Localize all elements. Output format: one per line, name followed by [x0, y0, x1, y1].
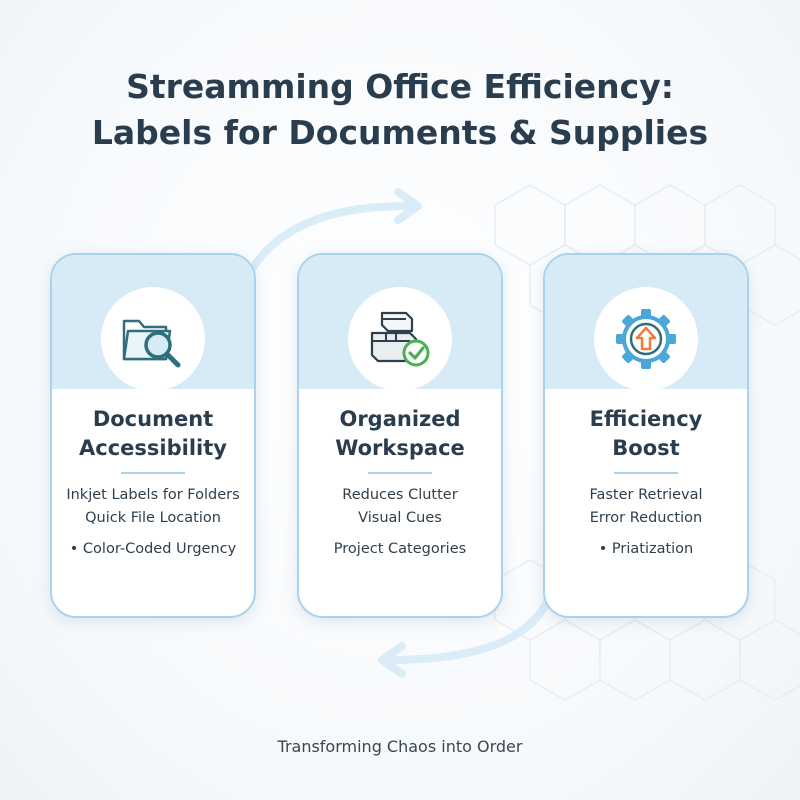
- list-item: Reduces Clutter: [342, 487, 458, 503]
- list-item: Quick File Location: [85, 510, 221, 526]
- list-item: • Color-Coded Urgency: [69, 541, 237, 557]
- divider: [614, 472, 678, 474]
- card-title: Efficiency Boost: [545, 405, 747, 463]
- card-title-line1: Document: [92, 407, 214, 431]
- cycle-arrow-top: [246, 188, 422, 276]
- list-item: Project Categories: [333, 541, 467, 557]
- divider: [121, 472, 185, 474]
- page-title-line2: Labels for Documents & Supplies: [91, 113, 709, 152]
- icon-badge: [348, 287, 452, 391]
- card-title-line2: Workspace: [335, 436, 465, 460]
- card-document-accessibility: Document Accessibility Inkjet Labels for…: [50, 253, 256, 618]
- boxes-check-icon: [370, 311, 430, 367]
- gear-arrow-icon: [616, 309, 676, 369]
- card-title-line2: Accessibility: [79, 436, 227, 460]
- icon-badge: [594, 287, 698, 391]
- card-title-line1: Efficiency: [589, 407, 703, 431]
- card-title-line1: Organized: [339, 407, 461, 431]
- feature-list: Reduces Clutter Visual Cues Project Cate…: [299, 484, 501, 561]
- card-title: Organized Workspace: [299, 405, 501, 463]
- feature-list: Faster Retrieval Error Reduction • Priat…: [545, 484, 747, 561]
- list-item: • Priatization: [598, 541, 694, 557]
- page-title: Streamming Office Efficiency: Labels for…: [0, 64, 800, 156]
- card-efficiency-boost: Efficiency Boost Faster Retrieval Error …: [543, 253, 749, 618]
- page-title-line1: Streamming Office Efficiency:: [126, 67, 674, 106]
- divider: [368, 472, 432, 474]
- card-title-line2: Boost: [612, 436, 680, 460]
- list-item: Error Reduction: [589, 510, 703, 526]
- folder-search-icon: [122, 319, 181, 368]
- list-item: Faster Retrieval: [589, 487, 703, 503]
- card-title: Document Accessibility: [52, 405, 254, 463]
- feature-list: Inkjet Labels for Folders Quick File Loc…: [52, 484, 254, 561]
- list-item: Inkjet Labels for Folders: [66, 487, 240, 503]
- cycle-arrow-bottom: [378, 596, 552, 678]
- list-item: Visual Cues: [358, 510, 442, 526]
- footer-tagline: Transforming Chaos into Order: [277, 737, 523, 756]
- card-organized-workspace: Organized Workspace Reduces Clutter Visu…: [297, 253, 503, 618]
- icon-badge: [101, 287, 205, 391]
